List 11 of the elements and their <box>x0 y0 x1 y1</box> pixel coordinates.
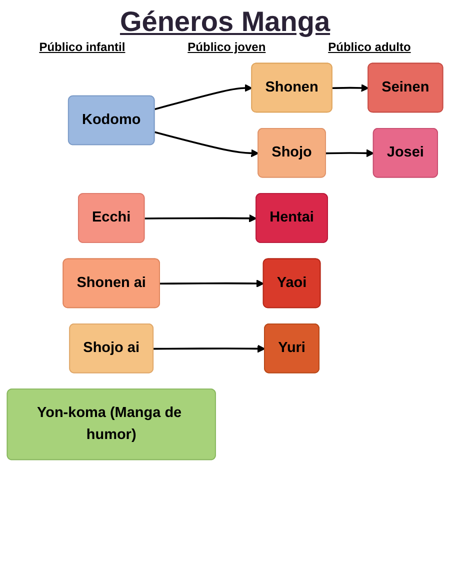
column-heading: Público adulto <box>328 40 411 54</box>
column-heading: Público joven <box>188 40 266 54</box>
arrow <box>154 131 259 158</box>
arrow <box>144 214 257 222</box>
arrow <box>154 344 266 353</box>
arrow <box>154 84 252 110</box>
arrow <box>160 280 264 288</box>
arrow <box>326 149 374 158</box>
diagram-title: Géneros Manga <box>118 6 332 38</box>
arrow <box>332 84 369 92</box>
column-heading: Público infantil <box>39 40 126 54</box>
